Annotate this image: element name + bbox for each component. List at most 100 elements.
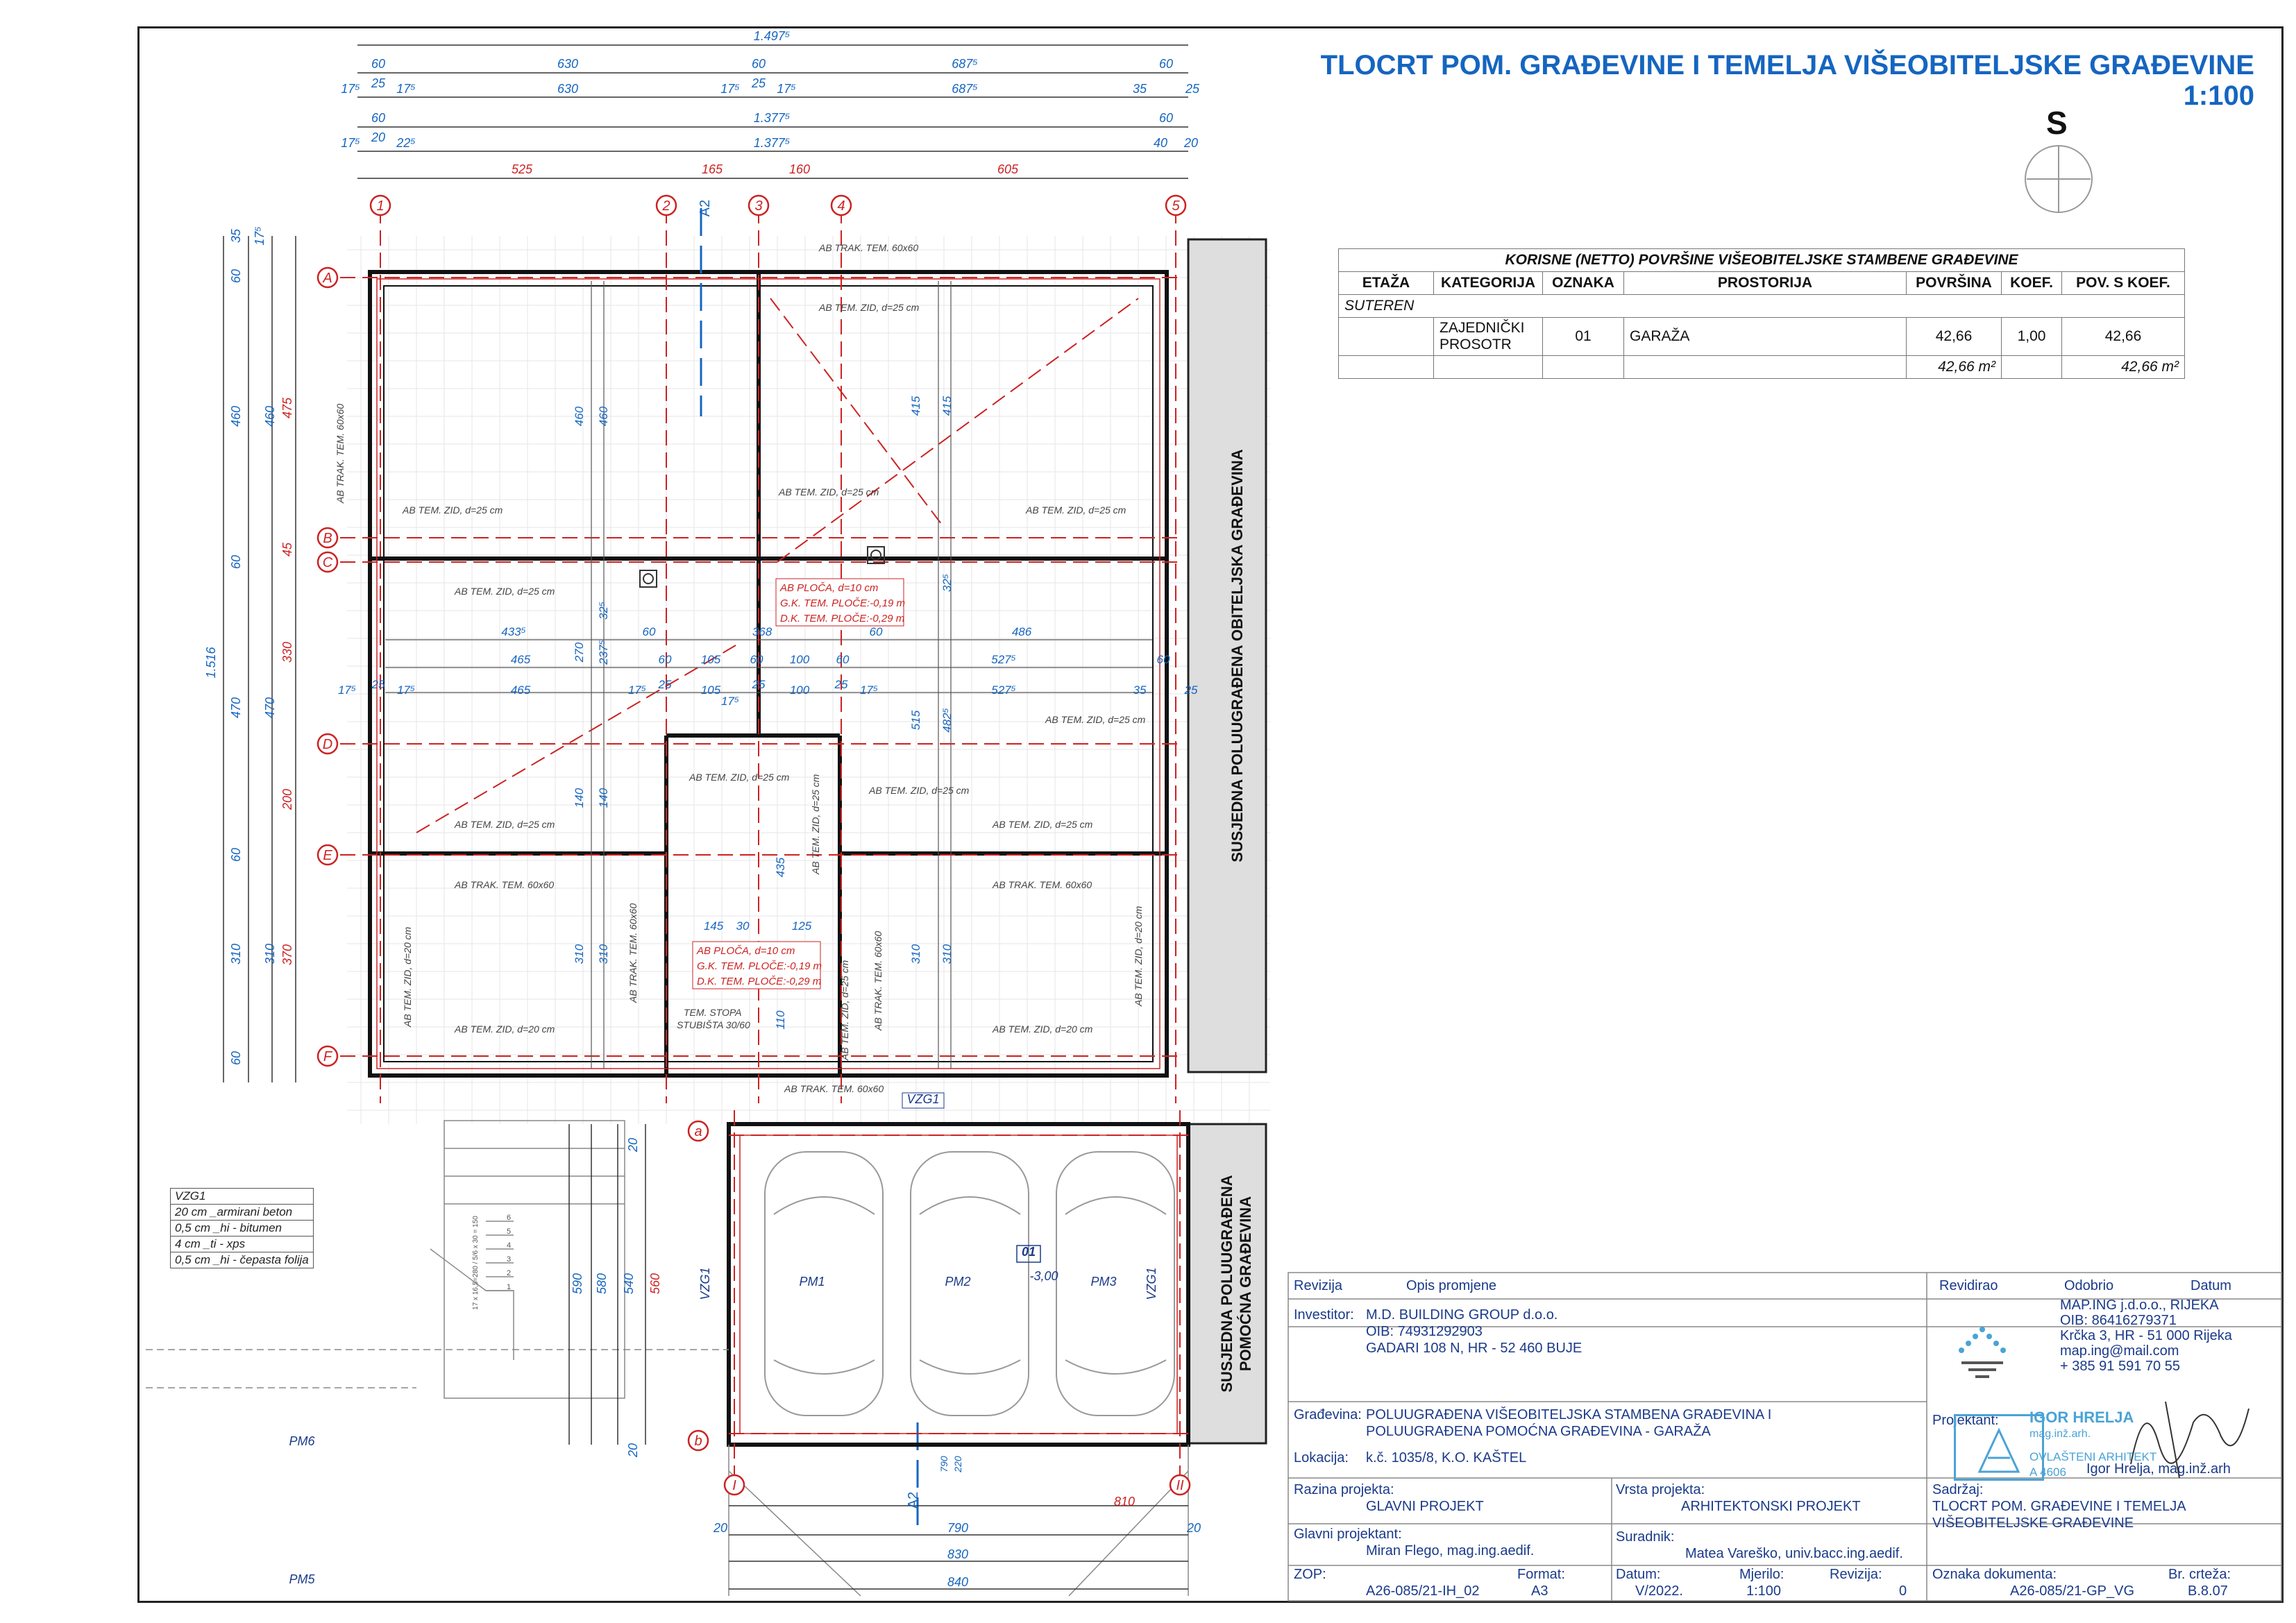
dim-top: 60 bbox=[1159, 111, 1173, 125]
garage-dim: 20 bbox=[713, 1521, 727, 1535]
wall-label: AB TEM. ZID, d=20 cm bbox=[402, 926, 413, 1028]
wall-label: AB TEM. ZID, d=25 cm bbox=[689, 772, 790, 783]
tb-investitor: M.D. BUILDING GROUP d.o.o. bbox=[1366, 1307, 1558, 1323]
tb-vrsta: ARHITEKTONSKI PROJEKT bbox=[1681, 1499, 1861, 1514]
tb-sadrzaj-2: VIŠEOBITELJSKE GRAĐEVINE bbox=[1932, 1515, 2134, 1531]
dim-top-total: 1.497⁵ bbox=[754, 29, 791, 43]
tb-glavni: Miran Flego, mag.ing.aedif. bbox=[1366, 1543, 1535, 1558]
table-cell: GARAŽA bbox=[1623, 317, 1907, 356]
tb-projektant: Igor Hrelja, mag.inž.arh bbox=[2086, 1461, 2231, 1477]
architect-stamp bbox=[1954, 1414, 2044, 1481]
dim-interior: 25 bbox=[834, 678, 848, 691]
wall-label: AB TEM. ZID, d=20 cm bbox=[454, 1023, 555, 1035]
tb-sadrzaj: TLOCRT POM. GRAĐEVINE I TEMELJA bbox=[1932, 1499, 2186, 1514]
tb-datum-key: Datum: bbox=[1616, 1567, 1661, 1582]
tb-brcrteza: B.8.07 bbox=[2188, 1583, 2228, 1599]
dim-interior: 60 bbox=[870, 625, 883, 638]
dim-left: 310 bbox=[263, 944, 277, 965]
dim-interior: 32⁵ bbox=[597, 602, 610, 620]
dim-interior: 486 bbox=[1012, 625, 1032, 638]
tb-investitor-oib: OIB: 74931292903 bbox=[1366, 1324, 1483, 1339]
dim-interior: 60 bbox=[659, 653, 672, 666]
company-logo-icon bbox=[1959, 1327, 2006, 1378]
dim-interior: 125 bbox=[792, 919, 812, 933]
stair-number: 5 bbox=[507, 1227, 511, 1236]
wall-label: AB TRAK. TEM. 60x60 bbox=[992, 879, 1092, 890]
tb-format-key: Format: bbox=[1517, 1567, 1565, 1582]
table-header: KATEGORIJA bbox=[1433, 271, 1543, 295]
room-number: 01 bbox=[1022, 1245, 1036, 1259]
wall-label: AB TRAK. TEM. 60x60 bbox=[818, 242, 918, 253]
dim-left-total: 1.516 bbox=[204, 646, 218, 678]
stair-note: 17 x 16,5=280 / 5/6 x 30 = 150 bbox=[472, 1216, 480, 1310]
pm-label: PM6 bbox=[289, 1434, 315, 1448]
wall-label: AB TEM. ZID, d=25 cm bbox=[454, 819, 555, 830]
dim-interior: 145 bbox=[704, 919, 724, 933]
drawing-title-main: TLOCRT POM. GRAĐEVINE I TEMELJA VIŠEOBIT… bbox=[1320, 50, 2254, 80]
drawing-frame bbox=[137, 26, 2284, 1603]
table-cell: ZAJEDNIČKI bbox=[1440, 320, 1525, 336]
tb-glavni-key: Glavni projektant: bbox=[1294, 1527, 1402, 1542]
dim-top: 60 bbox=[752, 57, 766, 71]
axis-lines bbox=[340, 208, 1180, 1103]
dim-interior: 25 bbox=[1184, 683, 1198, 697]
stamp-number: A 4606 bbox=[2029, 1465, 2066, 1479]
dim-top: 60 bbox=[1159, 57, 1173, 71]
dim-left: 460 bbox=[263, 406, 277, 427]
garage-dim: 20 bbox=[1186, 1521, 1201, 1535]
wall-label: AB TEM. ZID, d=25 cm bbox=[992, 819, 1093, 830]
section-line bbox=[700, 208, 919, 1527]
tb-mjerilo: 1:100 bbox=[1746, 1583, 1782, 1599]
dim-top: 17⁵ bbox=[777, 82, 796, 96]
dim-top: 17⁵ bbox=[341, 82, 360, 96]
dim-interior: 17⁵ bbox=[338, 683, 356, 697]
floor-elevation: -3,00 bbox=[1029, 1269, 1058, 1283]
axis-label-B: B bbox=[323, 531, 332, 546]
signature-mark bbox=[2130, 1401, 2249, 1479]
dim-interior: 527⁵ bbox=[991, 683, 1016, 697]
north-label: S bbox=[2046, 105, 2068, 141]
wall-label: AB TEM. ZID, d=25 cm bbox=[839, 960, 850, 1061]
dim-left-small: 35 bbox=[229, 228, 243, 243]
tb-company-address: Krčka 3, HR - 51 000 Rijeka bbox=[2060, 1328, 2232, 1343]
legend-row: 20 cm _armirani beton bbox=[170, 1204, 314, 1221]
dim-interior: 465 bbox=[511, 683, 531, 697]
tb-vrsta-key: Vrsta projekta: bbox=[1616, 1482, 1705, 1497]
tb-company-email: map.ing@mail.com bbox=[2060, 1343, 2179, 1359]
dim-top: 17⁵ bbox=[341, 136, 360, 150]
slab-note-lower: G.K. TEM. PLOČE:-0,19 m bbox=[697, 960, 822, 972]
dim-interior: 415 bbox=[909, 396, 922, 416]
dim-interior: 140 bbox=[597, 788, 610, 808]
garage-dim: 560 bbox=[648, 1273, 662, 1294]
dim-interior: 25 bbox=[658, 678, 672, 691]
dim-interior: 270 bbox=[573, 642, 586, 663]
room-number-box bbox=[1016, 1245, 1041, 1263]
dim-interior: 17⁵ bbox=[721, 695, 739, 708]
tb-gradevina-2: POLUUGRAĐENA POMOĆNA GRAĐEVINA - GARAŽA bbox=[1366, 1424, 1711, 1439]
wall-label: AB TEM. ZID, d=25 cm bbox=[810, 774, 821, 875]
wall-label: AB TEM. ZID, d=25 cm bbox=[778, 486, 879, 498]
garage-dimension-lines bbox=[568, 1124, 1188, 1590]
section-mark-top: A2 bbox=[698, 200, 713, 216]
garage-dim-small: 220 bbox=[952, 1456, 963, 1473]
dim-interior: 30 bbox=[736, 919, 750, 933]
interior-dimension-lines bbox=[385, 281, 1152, 1069]
neighbour-label-bottom: SUSJEDNA POLUUGRAĐENA bbox=[1218, 1175, 1235, 1392]
table-cell: 42,66 bbox=[2061, 317, 2185, 356]
axis-label-5: 5 bbox=[1172, 198, 1180, 214]
legend-title: VZG1 bbox=[170, 1188, 314, 1205]
drawing-scale: 1:100 bbox=[2183, 80, 2254, 111]
dim-top: 60 bbox=[371, 111, 385, 125]
dim-interior: 482⁵ bbox=[940, 708, 954, 733]
table-total: 42,66 m² bbox=[2061, 355, 2185, 379]
wall-label: STUBIŠTA 30/60 bbox=[677, 1019, 750, 1030]
dim-interior: 310 bbox=[940, 944, 954, 964]
axis-label-II: II bbox=[1176, 1478, 1184, 1493]
dim-interior: 60 bbox=[836, 653, 850, 666]
axis-label-2: 2 bbox=[661, 198, 670, 214]
dim-interior: 100 bbox=[790, 683, 810, 697]
dim-top: 687⁵ bbox=[952, 82, 978, 96]
tb-revizija-key: Revizija: bbox=[1830, 1567, 1882, 1582]
tb-investitor-address: GADARI 108 N, HR - 52 460 BUJE bbox=[1366, 1341, 1582, 1356]
